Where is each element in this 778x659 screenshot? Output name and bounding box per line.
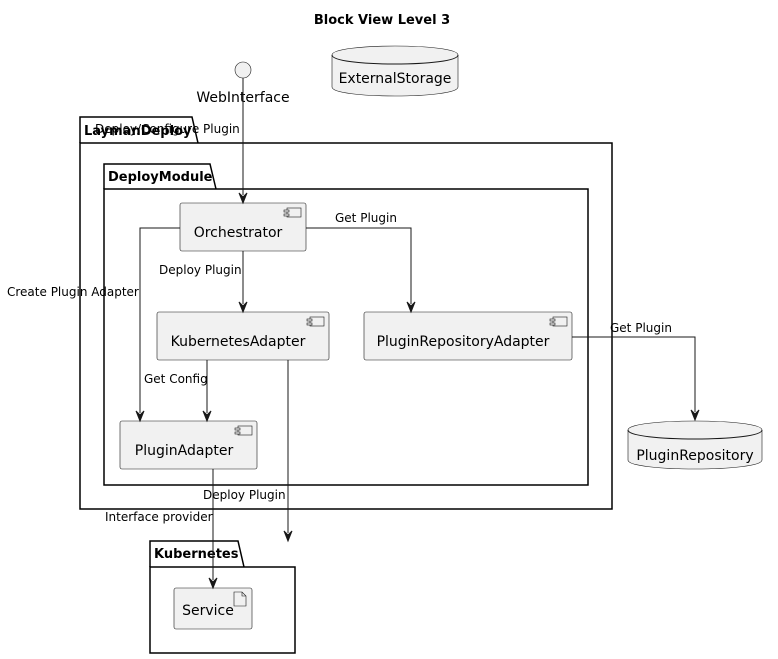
edge-orchestrator-to-repo-adapter: Get Plugin	[306, 211, 416, 314]
kubernetes-adapter-label: KubernetesAdapter	[171, 334, 306, 350]
edge-plugin-adapter-to-service: Interface provider	[105, 469, 218, 590]
component-plugin-adapter: PluginAdapter	[119, 420, 258, 470]
plugin-repository-label: PluginRepository	[636, 448, 753, 464]
component-icon	[283, 207, 302, 218]
package-frame	[79, 142, 613, 510]
arrowhead-icon	[208, 577, 218, 590]
service-label: Service	[182, 603, 234, 619]
edge-orchestrator-to-k8s-adapter: Deploy Plugin	[159, 251, 248, 314]
edge-k8s-adapter-to-plugin-adapter: Get Config	[144, 360, 212, 423]
edge-label: Create Plugin Adapter	[7, 285, 139, 299]
package-kubernetes: Kubernetes	[149, 540, 296, 654]
edge-label: Get Plugin	[610, 321, 672, 335]
edge-label: Deploy/Configure Plugin	[95, 122, 240, 136]
package-kubernetes-label: Kubernetes	[154, 547, 239, 562]
arrowhead-icon	[406, 301, 416, 314]
package-layman-deploy-label: LaymanDeploy	[84, 124, 192, 139]
arrowhead-icon	[283, 530, 293, 543]
arrowhead-icon	[202, 410, 212, 423]
arrowhead-icon	[690, 409, 700, 422]
component-icon	[234, 425, 253, 436]
diagram-title: Block View Level 3	[314, 13, 450, 28]
database-icon	[331, 45, 459, 97]
database-rim	[331, 54, 459, 65]
package-tab	[149, 540, 245, 568]
artifact-service: Service	[173, 587, 253, 630]
plugin-repository-adapter-label: PluginRepositoryAdapter	[377, 334, 550, 350]
component-icon	[549, 316, 568, 327]
arrowhead-icon	[238, 192, 248, 205]
edge-web-to-orchestrator: Deploy/Configure Plugin	[95, 78, 248, 205]
edge-label: Interface provider	[105, 510, 213, 524]
edge-repo-adapter-to-repository: Get Plugin	[572, 321, 700, 422]
plugin-repository-database: PluginRepository	[627, 420, 763, 470]
edge-label: Get Plugin	[335, 211, 397, 225]
component-box	[119, 420, 258, 470]
edge-orchestrator-to-plugin-adapter: Create Plugin Adapter	[7, 227, 180, 423]
component-icon	[306, 316, 325, 327]
component-box	[363, 311, 573, 361]
package-tab	[103, 163, 217, 190]
external-storage-label: ExternalStorage	[339, 71, 452, 87]
component-orchestrator: Orchestrator	[179, 202, 307, 252]
component-plugin-repository-adapter: PluginRepositoryAdapter	[363, 311, 573, 361]
edge-label: Deploy Plugin	[203, 488, 286, 502]
arrowhead-icon	[135, 410, 145, 423]
package-tab	[79, 116, 199, 144]
document-icon	[233, 591, 247, 607]
external-storage-database: ExternalStorage	[331, 45, 459, 97]
database-rim	[627, 429, 763, 440]
edge-label: Get Config	[144, 372, 208, 386]
database-icon	[627, 420, 763, 470]
arrowhead-icon	[238, 301, 248, 314]
edge-k8s-adapter-to-kubernetes: Deploy Plugin	[203, 360, 293, 543]
package-layman-deploy: LaymanDeploy	[79, 116, 613, 510]
interface-circle-icon	[234, 61, 252, 79]
component-kubernetes-adapter: KubernetesAdapter	[156, 311, 330, 361]
orchestrator-label: Orchestrator	[194, 225, 283, 241]
package-deploy-module-label: DeployModule	[108, 170, 213, 185]
package-frame	[149, 566, 296, 654]
edge-label: Deploy Plugin	[159, 263, 242, 277]
plugin-adapter-label: PluginAdapter	[135, 443, 234, 459]
